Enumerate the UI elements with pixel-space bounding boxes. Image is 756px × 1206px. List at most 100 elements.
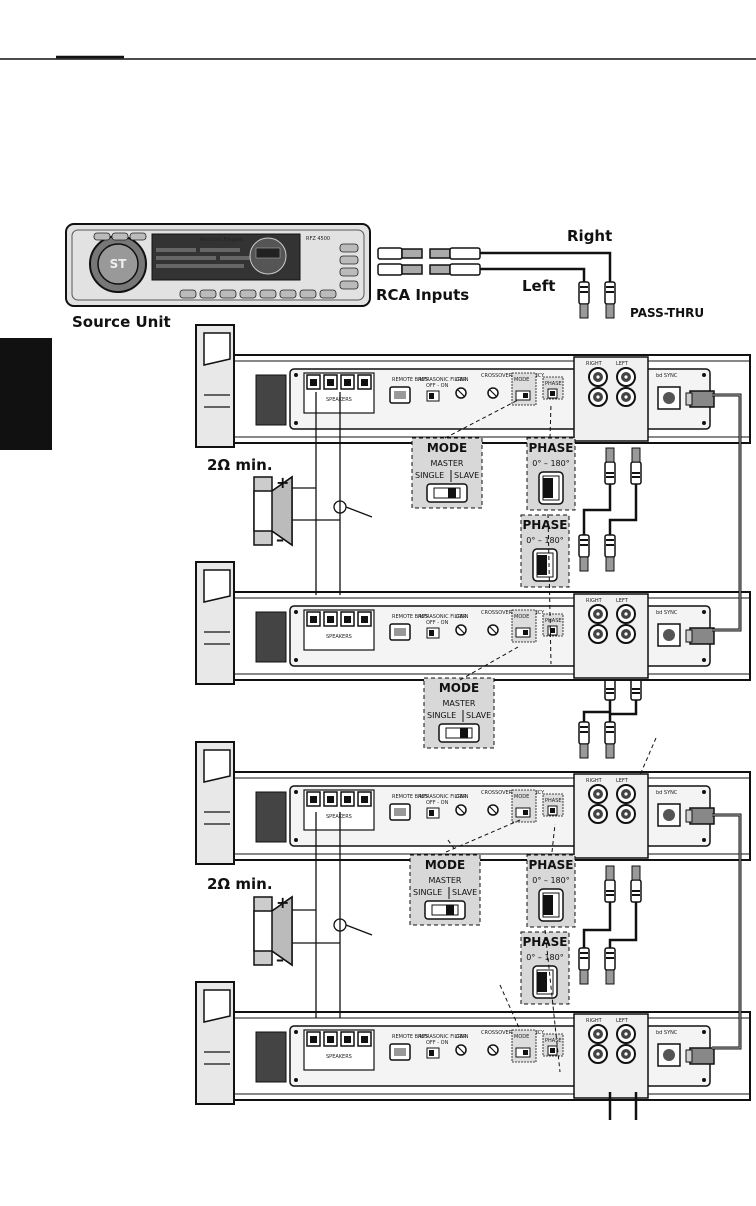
infrasonic-range: OFF - ON: [426, 383, 449, 389]
rca-left-label: LEFT: [616, 778, 629, 784]
gain-label: GAIN: [456, 377, 469, 383]
svg-text:–: –: [276, 950, 284, 969]
mode-callout-single: SINGLE: [415, 471, 444, 480]
remote-bass-label: REMOTE BASS: [392, 377, 428, 383]
phase-callout-title: PHASE: [529, 858, 574, 872]
infrasonic-range: OFF - ON: [426, 620, 449, 626]
mode-label: MODE: [514, 794, 529, 800]
speakers-label: SPEAKERS: [326, 634, 352, 640]
rca-right-label: RIGHT: [586, 598, 603, 604]
infrasonic-label: INFRASONIC FILTER: [418, 377, 467, 383]
rca-plug: [604, 947, 616, 985]
speaker-wires: [292, 392, 373, 1018]
mode-callout-slave: SLAVE: [466, 711, 491, 720]
phase-label: PHASE: [545, 381, 562, 387]
phase-label: PHASE: [545, 618, 562, 624]
phase-callout-range: 0° – 180°: [532, 459, 569, 468]
rca-plug: [604, 534, 616, 572]
gain-label: GAIN: [456, 1034, 469, 1040]
mode-callout-1: MODE MASTER SINGLE SLAVE: [411, 437, 483, 509]
remote-bass-label: REMOTE BASS: [392, 1034, 428, 1040]
rca-right-label: RIGHT: [586, 778, 603, 784]
signal-wires-top: [480, 251, 612, 282]
svg-text:ST: ST: [110, 257, 128, 271]
phase-callout-1: PHASE 0° – 180°: [526, 437, 576, 511]
right-label: Right: [567, 227, 612, 245]
remote-bass-label: REMOTE BASS: [392, 794, 428, 800]
mode-callout-single: SINGLE: [427, 711, 456, 720]
speakers-label: SPEAKERS: [326, 814, 352, 820]
phase-callout-range: 0° – 180°: [526, 536, 563, 545]
svg-text:+: +: [276, 473, 289, 492]
mode-callout-single: SINGLE: [413, 888, 442, 897]
rca-plug: [578, 947, 590, 985]
source-unit-label: Source Unit: [72, 313, 171, 331]
speakers-label: SPEAKERS: [326, 1054, 352, 1060]
brand-label: Rockford Fosgate: [200, 237, 243, 243]
bd-sync-label: bd SYNC: [656, 790, 678, 796]
rca-plug: [604, 721, 616, 759]
mode-label: MODE: [514, 377, 529, 383]
mode-callout-slave: SLAVE: [454, 471, 479, 480]
model-label: RFZ 4500: [306, 236, 330, 242]
infrasonic-range: OFF - ON: [426, 1040, 449, 1046]
source-unit: ST Rockford Fosgate RFZ 4500: [65, 223, 371, 307]
mode-callout-master: MASTER: [443, 699, 476, 708]
bd-sync-label: bd SYNC: [656, 1030, 678, 1036]
rca-plug: [578, 721, 590, 759]
bd-sync-cables: [712, 393, 742, 1050]
infrasonic-label: INFRASONIC FILTER: [418, 794, 467, 800]
impedance-label-bottom: 2Ω min.: [207, 875, 273, 893]
mode-callout-master: MASTER: [431, 459, 464, 468]
speaker-bottom: + –: [253, 893, 293, 969]
rca-left-label: LEFT: [616, 361, 629, 367]
impedance-label-top: 2Ω min.: [207, 456, 273, 474]
infrasonic-label: INFRASONIC FILTER: [418, 1034, 467, 1040]
rca-plug: [630, 447, 642, 485]
left-label: Left: [522, 277, 555, 295]
rca-plug: [604, 447, 616, 485]
rca-plug: [604, 281, 616, 319]
phase-callout-range: 0° – 180°: [532, 876, 569, 885]
mode-callout-title: MODE: [427, 441, 467, 455]
mode-callout-slave: SLAVE: [452, 888, 477, 897]
pass-thru-label: PASS-THRU: [630, 306, 704, 320]
svg-text:–: –: [276, 530, 284, 549]
phase-callout-title: PHASE: [523, 518, 568, 532]
signal-wires: [582, 484, 638, 1120]
speaker-top: + –: [253, 473, 293, 549]
rca-left-label: LEFT: [616, 598, 629, 604]
rca-left-label: LEFT: [616, 1018, 629, 1024]
mode-callout-master: MASTER: [429, 876, 462, 885]
infrasonic-range: OFF - ON: [426, 800, 449, 806]
phase-callout-range: 0° – 180°: [526, 953, 563, 962]
rca-plug: [604, 865, 616, 903]
rca-plug: [578, 281, 590, 319]
mode-label: MODE: [514, 1034, 529, 1040]
infrasonic-label: INFRASONIC FILTER: [418, 614, 467, 620]
header-rule: [0, 55, 756, 60]
phase-callout-title: PHASE: [529, 441, 574, 455]
rca-plug: [578, 534, 590, 572]
source-rca-cables: [377, 247, 481, 276]
gain-label: GAIN: [456, 614, 469, 620]
rca-right-label: RIGHT: [586, 361, 603, 367]
bd-sync-label: bd SYNC: [656, 373, 678, 379]
rca-right-label: RIGHT: [586, 1018, 603, 1024]
phase-callout-4: PHASE 0° – 180°: [520, 931, 570, 1005]
rca-plug: [630, 865, 642, 903]
rca-inputs-label: RCA Inputs: [376, 286, 469, 304]
mode-callout-title: MODE: [425, 858, 465, 872]
svg-text:+: +: [276, 893, 289, 912]
phase-label: PHASE: [545, 1038, 562, 1044]
phase-label: PHASE: [545, 798, 562, 804]
phase-callout-title: PHASE: [523, 935, 568, 949]
remote-bass-label: REMOTE BASS: [392, 614, 428, 620]
